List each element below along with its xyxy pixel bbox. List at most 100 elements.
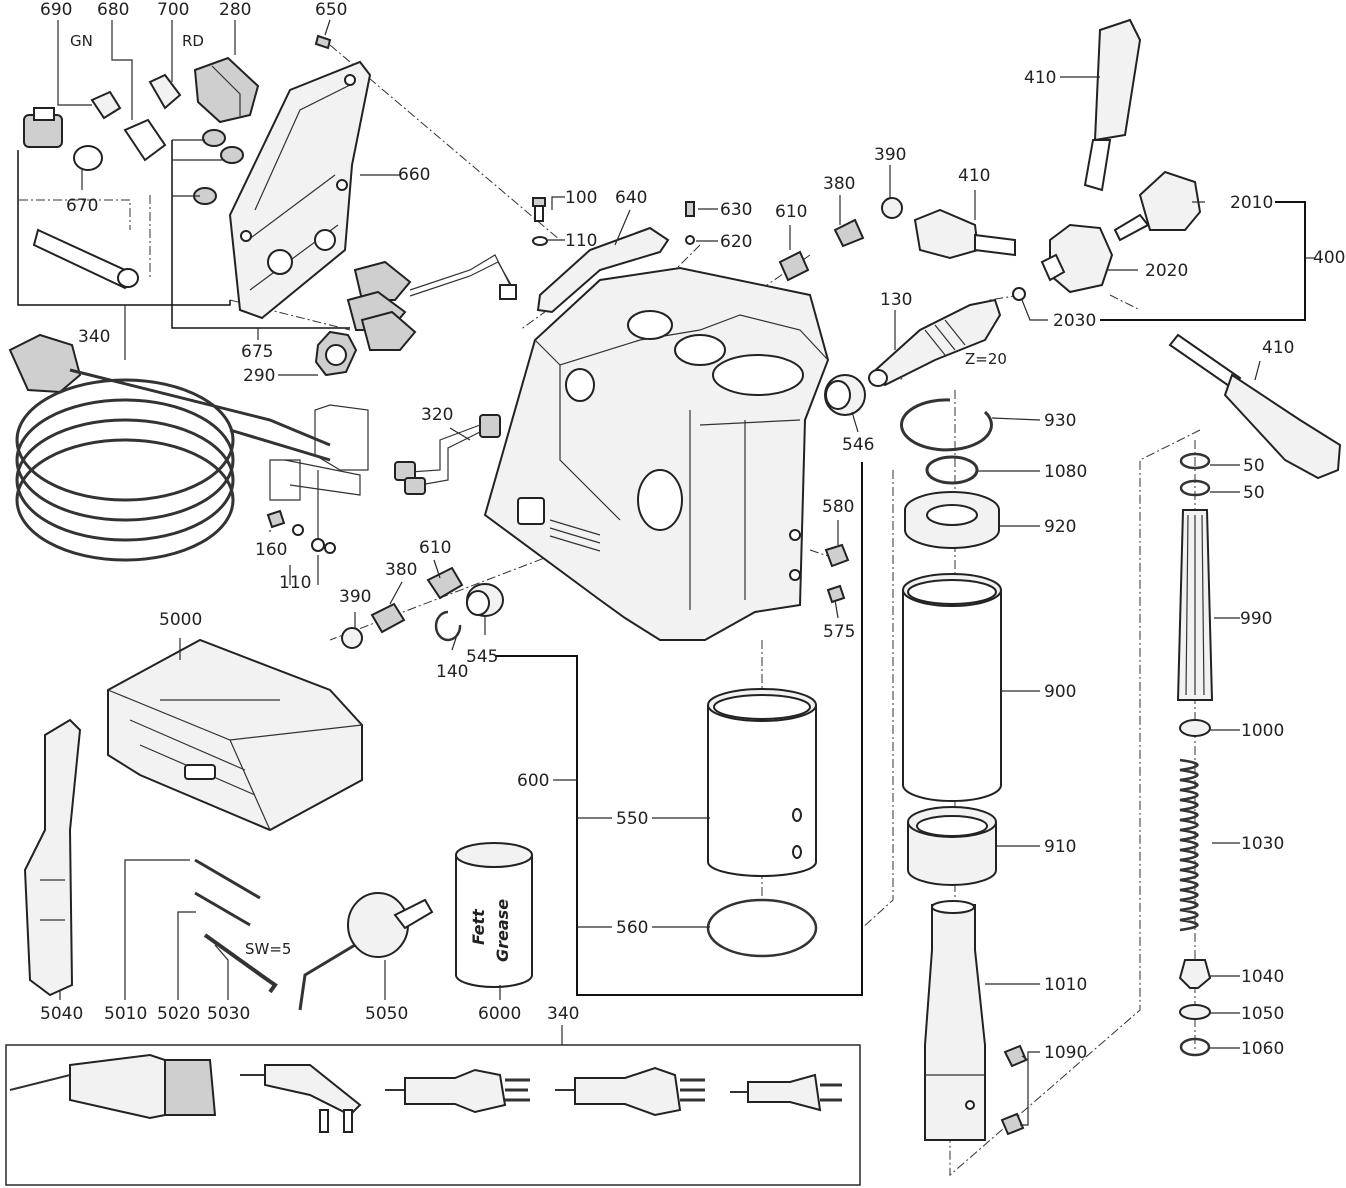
- label-660: 660: [398, 165, 430, 185]
- spindle-1010: [924, 900, 986, 1141]
- label-110b: 110: [279, 573, 311, 593]
- ring-2030: [1012, 287, 1026, 301]
- label-610b: 610: [419, 538, 451, 558]
- needle-bearing-910: [907, 806, 997, 886]
- hub-2020: [1040, 223, 1114, 294]
- gland-700: [148, 73, 182, 110]
- label-1000: 1000: [1241, 721, 1284, 741]
- label-2030: 2030: [1053, 311, 1096, 331]
- bushing-546: [824, 374, 866, 416]
- pins-5010-5020: [194, 858, 261, 927]
- ring-560: [706, 898, 818, 958]
- label-5050: 5050: [365, 1004, 408, 1024]
- label-2010: 2010: [1230, 193, 1273, 213]
- hex-key-5030: [203, 933, 278, 994]
- label-140: 140: [436, 662, 468, 682]
- label-50a: 50: [1243, 456, 1265, 476]
- label-130: 130: [880, 290, 912, 310]
- plug-nut-670: [23, 107, 103, 171]
- label-610a: 610: [775, 202, 807, 222]
- label-320: 320: [421, 405, 453, 425]
- label-1010: 1010: [1044, 975, 1087, 995]
- label-550: 550: [616, 809, 648, 829]
- can-label-fett: Fett: [469, 908, 488, 945]
- cable-coil-340: [8, 333, 331, 562]
- label-1080: 1080: [1044, 462, 1087, 482]
- tool-case-5000: [107, 638, 363, 832]
- label-5030: 5030: [207, 1004, 250, 1024]
- plug-cee: [9, 1053, 217, 1120]
- screw-580: [824, 543, 850, 568]
- label-z20: Z=20: [965, 350, 1007, 368]
- label-545: 545: [466, 647, 498, 667]
- label-410b: 410: [958, 166, 990, 186]
- label-1060: 1060: [1241, 1039, 1284, 1059]
- label-900: 900: [1044, 682, 1076, 702]
- label-700: 700: [157, 0, 189, 20]
- plug-type-a: [730, 1073, 842, 1112]
- label-1050: 1050: [1241, 1004, 1284, 1024]
- switch-280: [193, 56, 260, 124]
- handle-640: [536, 226, 670, 314]
- label-110a: 110: [565, 231, 597, 251]
- handle-410-top: [1083, 18, 1142, 192]
- label-580: 580: [822, 497, 854, 517]
- label-2020: 2020: [1145, 261, 1188, 281]
- label-390a: 390: [874, 145, 906, 165]
- part-number-labels: 690 680 700 280 650 GN RD 670 660 340 67…: [40, 0, 1345, 1063]
- screw-575: [826, 584, 846, 604]
- label-380b: 380: [385, 560, 417, 580]
- ring-1060: [1179, 1037, 1211, 1057]
- washers-110: [292, 524, 336, 554]
- label-1030: 1030: [1241, 834, 1284, 854]
- snap-ring-930: [900, 398, 993, 452]
- label-600: 600: [517, 771, 549, 791]
- part-1040: [1178, 959, 1212, 989]
- label-650: 650: [315, 0, 347, 20]
- screw-160: [266, 509, 286, 529]
- connector-320: [394, 414, 501, 495]
- grub-630: [685, 201, 695, 217]
- nut-290: [314, 330, 358, 377]
- label-630: 630: [720, 200, 752, 220]
- label-5010: 5010: [104, 1004, 147, 1024]
- label-910: 910: [1044, 837, 1076, 857]
- pinion-shaft-130: [868, 298, 1002, 387]
- label-990: 990: [1240, 609, 1272, 629]
- label-620: 620: [720, 232, 752, 252]
- screw-100: [532, 197, 546, 222]
- label-670: 670: [66, 196, 98, 216]
- cable-gland-690: [90, 90, 122, 120]
- label-920: 920: [1044, 517, 1076, 537]
- grease-can-6000: Fett Grease: [455, 842, 533, 988]
- oring-620: [685, 235, 695, 245]
- can-label-grease: Grease: [493, 899, 512, 962]
- gland-680: [123, 118, 167, 162]
- label-5000: 5000: [159, 610, 202, 630]
- washer-110: [532, 236, 548, 246]
- bushing-545: [466, 583, 504, 617]
- label-1090: 1090: [1044, 1043, 1087, 1063]
- wire-harness: [269, 404, 369, 552]
- label-410a: 410: [1024, 68, 1056, 88]
- label-290: 290: [243, 366, 275, 386]
- ejector-5050: [298, 892, 434, 1011]
- label-sw5: SW=5: [245, 940, 291, 958]
- label-930: 930: [1044, 411, 1076, 431]
- label-5040: 5040: [40, 1004, 83, 1024]
- lamp-holder-610: [778, 250, 810, 282]
- label-560: 560: [616, 918, 648, 938]
- label-400: 400: [1313, 248, 1345, 268]
- housing: [483, 266, 830, 641]
- label-100: 100: [565, 188, 597, 208]
- rings: [193, 129, 244, 205]
- cap-390-lower: [341, 627, 363, 649]
- washer-1000: [1179, 719, 1211, 737]
- handle-410-right: [1168, 333, 1342, 480]
- washer-1050: [1179, 1004, 1211, 1020]
- label-340a: 340: [78, 327, 110, 347]
- label-675: 675: [241, 342, 273, 362]
- label-280: 280: [219, 0, 251, 20]
- plug-type-j: [555, 1066, 705, 1117]
